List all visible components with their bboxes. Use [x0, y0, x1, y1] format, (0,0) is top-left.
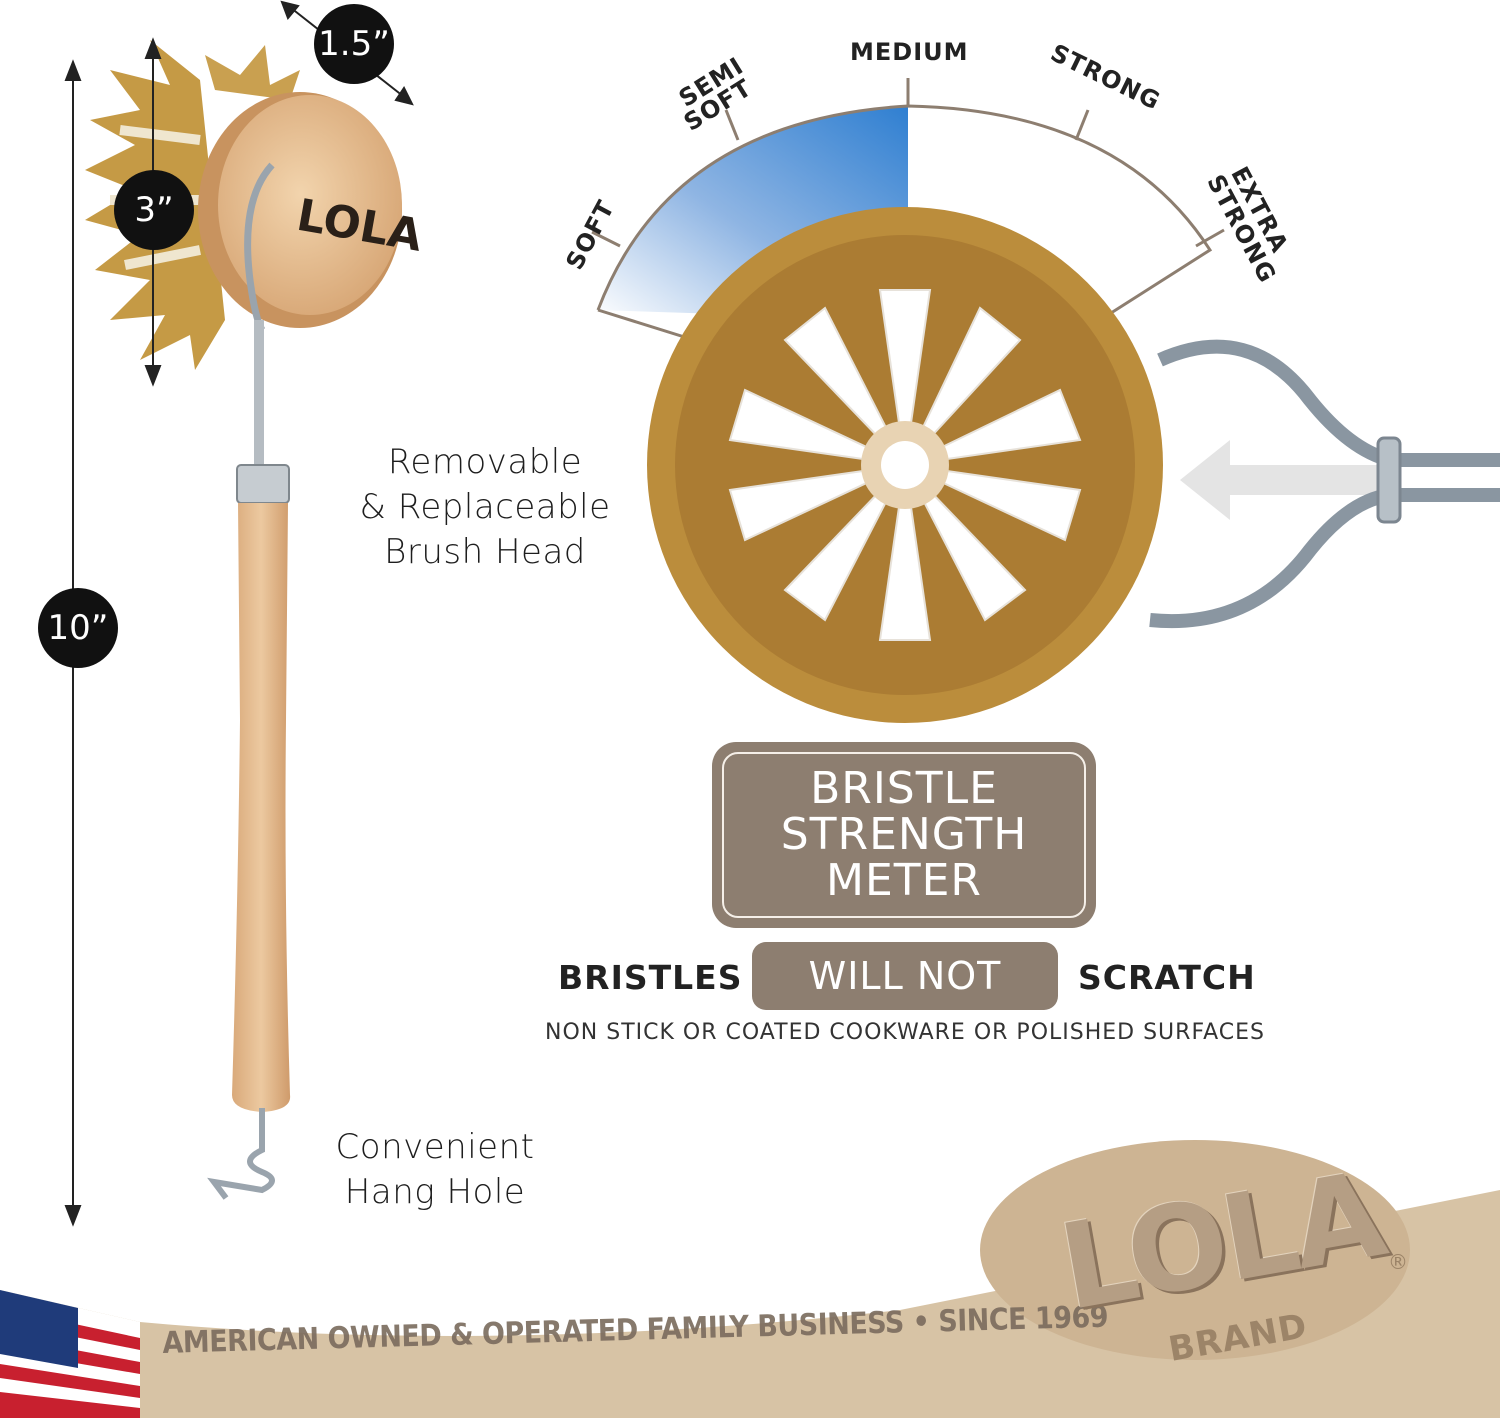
- meter-title-box: BRISTLE STRENGTH METER: [712, 742, 1096, 928]
- meter-label-medium: MEDIUM: [850, 38, 969, 66]
- hang-hole-hook: [207, 1108, 275, 1200]
- meter-title-line: METER: [825, 855, 982, 906]
- meter-title-line: STRENGTH: [780, 809, 1028, 860]
- scratch-statement: BRISTLES WILL NOT SCRATCH: [540, 942, 1280, 1012]
- callout-line: & Replaceable: [359, 487, 611, 527]
- will-not-badge: WILL NOT: [752, 942, 1058, 1010]
- wooden-handle: [232, 503, 291, 1112]
- meter-label-soft: SOFT: [560, 195, 620, 274]
- hang-hole-callout: Convenient Hang Hole: [300, 1125, 570, 1215]
- kraft-banner: [0, 1140, 1500, 1418]
- callout-line: Brush Head: [384, 532, 586, 572]
- registered-mark: ®: [1388, 1250, 1408, 1274]
- width-dimension-badge: 1.5”: [314, 4, 394, 84]
- scratch-before: BRISTLES: [558, 958, 743, 997]
- length-dimension-badge: 10”: [38, 588, 118, 668]
- removable-head-callout: Removable & Replaceable Brush Head: [330, 440, 640, 575]
- callout-line: Hang Hole: [344, 1172, 526, 1212]
- brush-head-disc: [218, 95, 402, 315]
- scratch-subline: NON STICK OR COATED COOKWARE OR POLISHED…: [545, 1020, 1265, 1045]
- scratch-after: SCRATCH: [1078, 958, 1256, 997]
- inner-bristles: [728, 289, 1082, 641]
- wire-shaft: [254, 320, 264, 470]
- callout-line: Convenient: [335, 1127, 535, 1167]
- meter-title-line: BRISTLE: [810, 763, 998, 814]
- wire-loop: [244, 162, 275, 332]
- brush-illustration: LOLA: [64, 0, 426, 1227]
- wire-fork-lower: [1149, 488, 1500, 629]
- wire-fork-upper: [1157, 339, 1500, 467]
- insert-arrow-icon: [1180, 440, 1400, 520]
- callout-line: Removable: [387, 442, 583, 482]
- meter-ticks: [591, 78, 1225, 248]
- meter-label-strong: STRONG: [1046, 39, 1165, 116]
- replace-arrow-and-fork: [1149, 339, 1500, 629]
- head-height-dimension-badge: 3”: [114, 170, 194, 250]
- us-flag-icon: [0, 1290, 140, 1418]
- ferrule: [236, 464, 290, 504]
- brush-head-closeup: [647, 207, 1163, 723]
- brand-oval: [980, 1140, 1410, 1360]
